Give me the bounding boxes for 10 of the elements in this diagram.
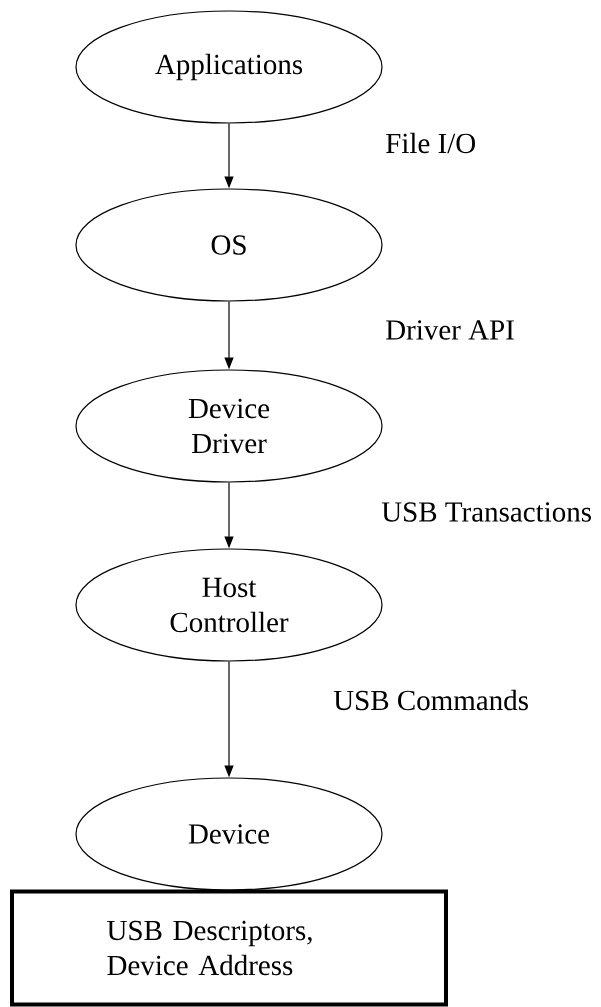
ellipse-node: Device [75, 777, 383, 891]
ellipse-node: OS [75, 188, 383, 302]
ellipse-node: Device Driver [75, 369, 383, 483]
interface-label: Driver API [386, 320, 514, 340]
text-box: USB Descriptors, Device Address [10, 889, 448, 1007]
interface-label: File I/O [386, 132, 476, 154]
interface-label: USB Commands [333, 689, 528, 711]
ellipse-node: Host Controller [75, 548, 383, 662]
interface-label: USB Transactions [381, 502, 591, 522]
ellipse-node: Applications [75, 10, 383, 124]
